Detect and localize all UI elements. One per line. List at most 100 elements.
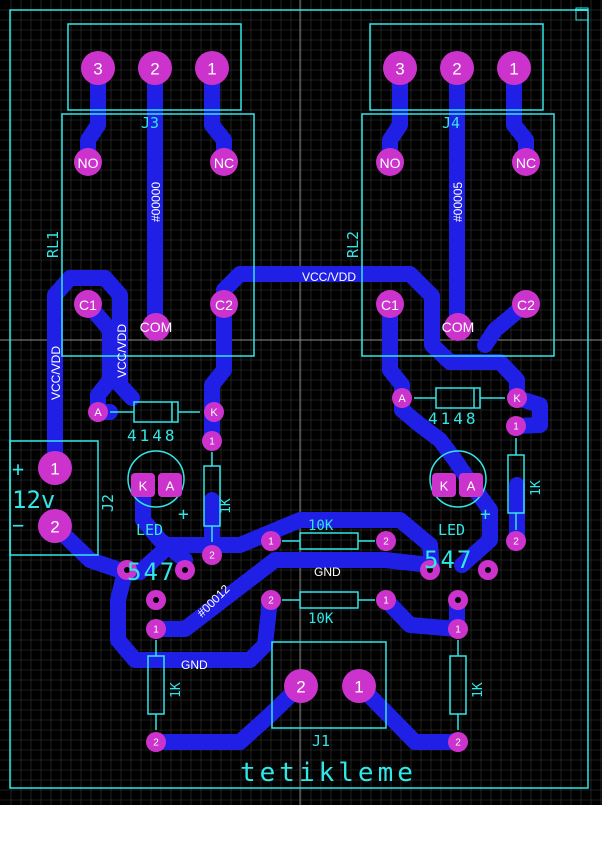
j1-outline bbox=[271, 641, 387, 729]
board-outline bbox=[9, 9, 589, 789]
pad-labels: 3 2 1 3 2 1 NO NC C1 C2 COM NO NC C1 C2 … bbox=[50, 60, 536, 749]
q-left-value: 547 bbox=[127, 558, 176, 586]
res-10k-top-pin-2-label: 2 bbox=[383, 537, 389, 548]
j2-pad-2 bbox=[38, 509, 72, 543]
diode-left-value: 4148 bbox=[127, 426, 178, 445]
rl2-pad-c2 bbox=[512, 290, 540, 318]
j4-pin-2-label: 2 bbox=[452, 60, 461, 79]
led-left-plus: + bbox=[178, 504, 189, 525]
j2-pad-1 bbox=[38, 451, 72, 485]
drill-holes bbox=[124, 567, 491, 603]
led-left-outline bbox=[127, 450, 185, 508]
diode-left-a-label: A bbox=[94, 407, 102, 419]
track-n12 bbox=[147, 552, 438, 637]
j2-voltage: 12v bbox=[12, 486, 55, 514]
diode-right-k-label: K bbox=[513, 393, 521, 405]
q-right-hole-2 bbox=[485, 567, 491, 573]
diode-right-pad-a bbox=[392, 388, 412, 408]
res-10k-top-value: 10K bbox=[308, 518, 334, 534]
res-1k-left-bottom-pin-2-label: 2 bbox=[153, 738, 159, 749]
net-vcc-left2: VCC/VDD bbox=[115, 324, 129, 378]
rl1-com-label: COM bbox=[140, 319, 173, 335]
j2-pin-2-label: 2 bbox=[50, 518, 59, 537]
track-rl2-k bbox=[509, 390, 548, 434]
net-gnd-low: GND bbox=[181, 658, 208, 672]
res-1k-right-top-value: 1K bbox=[529, 480, 544, 496]
led-left-a-label: A bbox=[166, 479, 175, 494]
q-right-value: 547 bbox=[424, 546, 473, 574]
rl2-outline bbox=[361, 113, 555, 357]
rl2-ref: RL2 bbox=[344, 231, 362, 258]
res-1k-right-top-pin-1-label: 1 bbox=[513, 422, 519, 433]
led-right-outline bbox=[429, 450, 487, 508]
net-vcc-left1: VCC/VDD bbox=[49, 346, 63, 400]
res-10k-bottom-pin-2-label: 2 bbox=[268, 596, 274, 607]
res-1k-left-top-pad-1 bbox=[202, 431, 222, 451]
rl2-pad-nc bbox=[512, 148, 540, 176]
led-right-a-label: A bbox=[467, 479, 476, 494]
j4-pin-1-label: 1 bbox=[509, 60, 518, 79]
res-1k-left-bottom-pad-1 bbox=[146, 619, 166, 639]
track-c1-left bbox=[80, 296, 118, 420]
track-1k-left-bottom bbox=[147, 678, 308, 750]
res-1k-left-top-pad-2 bbox=[202, 545, 222, 565]
rl2-pad-c1 bbox=[376, 290, 404, 318]
j3-pin-1-label: 1 bbox=[207, 60, 216, 79]
res-1k-right-bottom-pad-2 bbox=[448, 732, 468, 752]
diode-right-value: 4148 bbox=[428, 409, 479, 428]
res-1k-right-bottom-pin-2-label: 2 bbox=[455, 738, 461, 749]
rl2-pad-com bbox=[444, 313, 472, 341]
track-vcc-left bbox=[47, 270, 140, 476]
res-1k-right-bottom-value: 1K bbox=[471, 682, 486, 698]
res-1k-right-top-pin-2-label: 2 bbox=[513, 537, 519, 548]
j3-pin-2-label: 2 bbox=[150, 60, 159, 79]
q-left-hole-1 bbox=[124, 567, 130, 573]
j2-plus: + bbox=[12, 457, 24, 481]
rl1-pad-c1 bbox=[74, 290, 102, 318]
res-1k-right-bottom-pad-1 bbox=[448, 619, 468, 639]
j3-pad-2 bbox=[138, 51, 172, 85]
j3-pad-1 bbox=[195, 51, 229, 85]
corner-mark-box bbox=[575, 7, 589, 21]
led-right-plus: + bbox=[480, 504, 491, 525]
j2-outline bbox=[9, 440, 99, 556]
res-1k-left-bottom-value: 1K bbox=[169, 682, 184, 698]
board-title: tetikleme bbox=[240, 758, 417, 788]
res-10k-bottom-pad-1 bbox=[376, 590, 396, 610]
rl1-c2-label: C2 bbox=[215, 297, 233, 313]
track-10k-right bbox=[378, 592, 465, 637]
j4-pad-3 bbox=[383, 51, 417, 85]
res-10k-top-pad-2 bbox=[376, 531, 396, 551]
led-left-label: LED bbox=[136, 521, 163, 539]
res-1k-left-bottom-pin-1-label: 1 bbox=[153, 625, 159, 636]
silkscreen bbox=[9, 23, 555, 730]
led-left-pad-a bbox=[158, 473, 182, 497]
res-1k-left-top-pin-2-label: 2 bbox=[209, 551, 215, 562]
net-rl1: #00000 bbox=[149, 182, 163, 222]
j4-pad-1 bbox=[497, 51, 531, 85]
track-gnd-left bbox=[110, 564, 278, 668]
rl1-nc-label: NC bbox=[214, 155, 234, 171]
j4-ref: J4 bbox=[442, 114, 460, 132]
rl2-pad-no bbox=[376, 148, 404, 176]
diode-right-a-label: A bbox=[398, 393, 406, 405]
led-right-label: LED bbox=[438, 521, 465, 539]
j4-pad-2 bbox=[440, 51, 474, 85]
j3-outline bbox=[67, 23, 242, 111]
rl1-ref: RL1 bbox=[44, 231, 62, 258]
rl2-no-label: NO bbox=[380, 155, 401, 171]
rl1-pad-com bbox=[142, 313, 170, 341]
res-10k-top-pad-1 bbox=[261, 531, 281, 551]
led-left-pad-k bbox=[131, 473, 155, 497]
res-10k-bottom-pad-2 bbox=[261, 590, 281, 610]
res-1k-right-top-pad-2 bbox=[506, 531, 526, 551]
j3-pad-3 bbox=[81, 51, 115, 85]
net-vcc-top: VCC/VDD bbox=[302, 270, 356, 284]
track-1k-right-bottom bbox=[352, 678, 465, 750]
res-10k-bottom-value: 10K bbox=[308, 611, 334, 627]
j1-pad-1 bbox=[342, 669, 376, 703]
res-1k-right-top-pad-1 bbox=[506, 416, 526, 436]
j4-outline bbox=[369, 23, 544, 111]
rl2-c2-label: C2 bbox=[517, 297, 535, 313]
led-right-pad-a bbox=[459, 473, 483, 497]
